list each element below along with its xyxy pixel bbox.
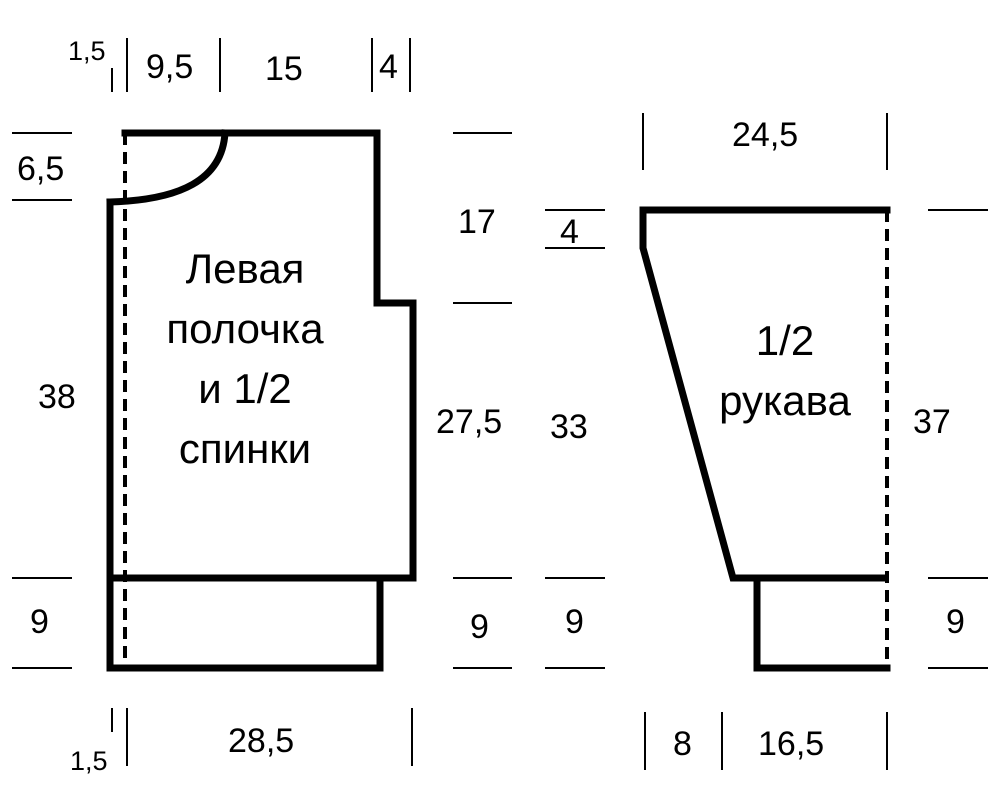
dim-top-neck: 15	[265, 50, 303, 88]
dim-top-edge: 1,5	[68, 36, 106, 66]
left-piece-outline	[106, 129, 417, 672]
left-piece-title-line-3: и 1/2	[198, 365, 292, 412]
dim-sleeve-left-height: 33	[550, 408, 588, 446]
sleeve-title-line-1: 1/2	[756, 317, 814, 364]
dim-top-shoulder-inner: 9,5	[146, 48, 193, 86]
left-piece-title-line-4: спинки	[179, 425, 311, 472]
dim-sleeve-bottom-width: 16,5	[758, 725, 824, 763]
left-piece-title-line-2: полочка	[166, 305, 324, 352]
sleeve-dimension-lines	[545, 113, 988, 770]
left-piece-dimension-lines	[12, 38, 512, 766]
dim-sleeve-right-height: 37	[913, 403, 951, 441]
dim-bottom-edge: 1,5	[70, 746, 108, 776]
dim-sleeve-rib-right: 9	[946, 603, 965, 641]
dim-rib-right: 9	[470, 608, 489, 646]
sleeve-outline	[639, 206, 891, 672]
dim-side: 27,5	[436, 403, 502, 441]
left-piece-title-line-1: Левая	[186, 245, 305, 292]
left-front-and-half-back-piece: Левая полочка и 1/2 спинки 1,5 9,5 15 4 …	[12, 36, 512, 776]
dim-sleeve-bottom-offset: 8	[673, 725, 692, 763]
sleeve-title-line-2: рукава	[719, 377, 851, 424]
dim-sleeve-top-width: 24,5	[732, 116, 798, 154]
dim-total-height: 38	[38, 378, 76, 416]
dim-armhole: 17	[458, 203, 496, 241]
dim-neck-depth: 6,5	[17, 150, 64, 188]
dim-bottom-width: 28,5	[228, 722, 294, 760]
dim-top-step: 4	[379, 48, 398, 86]
dim-sleeve-rib-left: 9	[565, 603, 584, 641]
dim-sleeve-cap: 4	[560, 213, 579, 251]
half-sleeve-piece: 1/2 рукава 24,5 4 33 9 37 9 8 16,5	[545, 113, 988, 770]
dim-rib-left: 9	[30, 603, 49, 641]
